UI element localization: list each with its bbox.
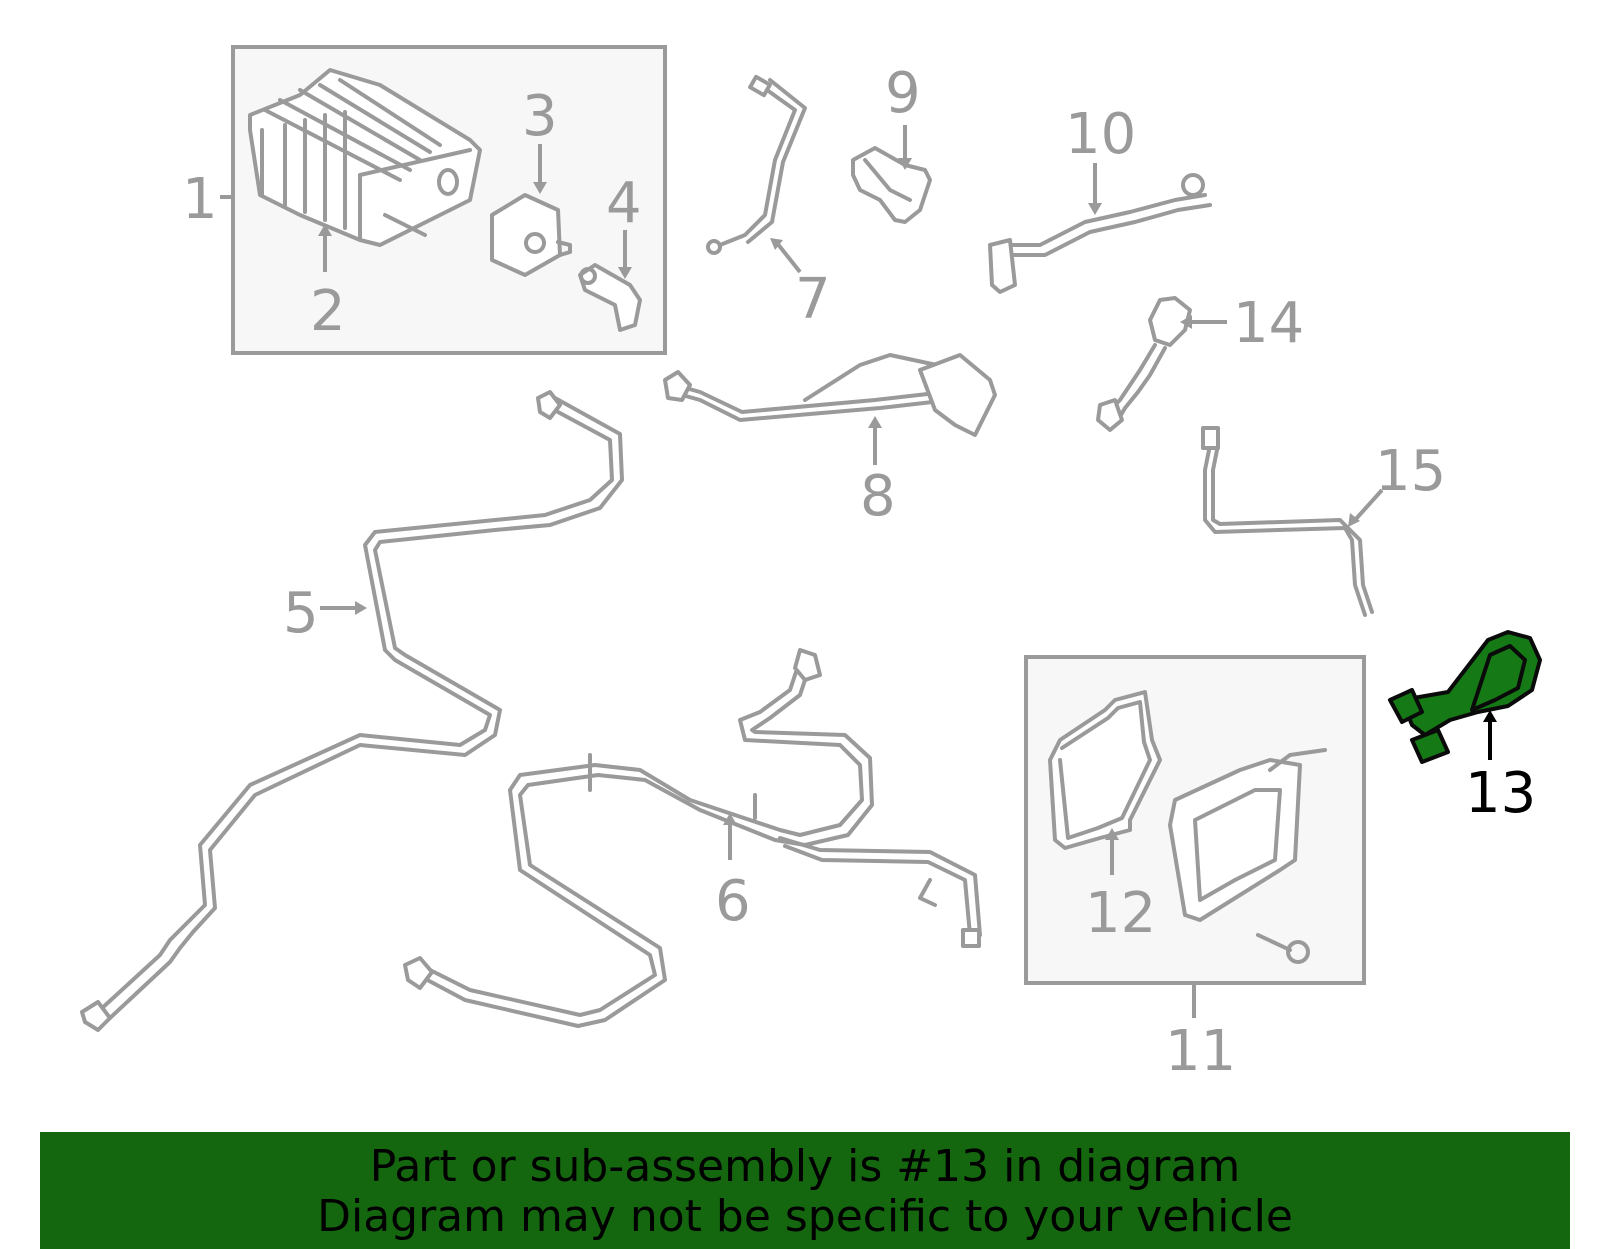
callout-14: 14	[1233, 291, 1304, 356]
part-15-sensor-wire[interactable]	[1201, 426, 1374, 617]
callout-5: 5	[283, 581, 319, 646]
callout-2: 2	[310, 279, 346, 344]
part-4-sensor[interactable]	[578, 263, 642, 332]
part-7-sensor-harness[interactable]	[706, 74, 807, 255]
info-banner: Part or sub-assembly is #13 in diagram D…	[40, 1132, 1570, 1249]
part-5-pipe[interactable]	[80, 390, 624, 1032]
callout-12: 12	[1085, 881, 1156, 946]
callout-7: 7	[795, 267, 831, 332]
part-11-module[interactable]	[1168, 748, 1327, 964]
parts-diagram: 1 2 3 4 5 6 7 8 9 10 11 12 13 14 15	[80, 45, 1542, 1084]
callout-1: 1	[182, 167, 218, 232]
part-14-sensor-wire[interactable]	[1096, 296, 1192, 432]
part-2-canister[interactable]	[248, 68, 482, 247]
callout-8: 8	[860, 464, 896, 529]
callout-6: 6	[715, 869, 751, 934]
callout-10: 10	[1065, 102, 1136, 167]
callout-3: 3	[522, 84, 558, 149]
callout-4: 4	[606, 171, 642, 236]
part-6-pipe-assembly[interactable]	[403, 648, 982, 1028]
callout-9: 9	[885, 61, 921, 126]
part-9-sensor[interactable]	[851, 146, 932, 224]
callout-11: 11	[1165, 1019, 1236, 1084]
part-10-harness[interactable]	[988, 173, 1212, 294]
banner-line-1: Part or sub-assembly is #13 in diagram	[369, 1141, 1241, 1192]
banner-line-2: Diagram may not be specific to your vehi…	[317, 1191, 1293, 1242]
part-8-pipe-bracket[interactable]	[663, 353, 997, 437]
callout-15: 15	[1375, 439, 1446, 504]
callout-13: 13	[1465, 761, 1536, 826]
part-3-valve[interactable]	[490, 193, 572, 277]
part-13-highlighted-harness[interactable]	[1388, 630, 1542, 764]
part-12-gasket[interactable]	[1048, 690, 1162, 850]
